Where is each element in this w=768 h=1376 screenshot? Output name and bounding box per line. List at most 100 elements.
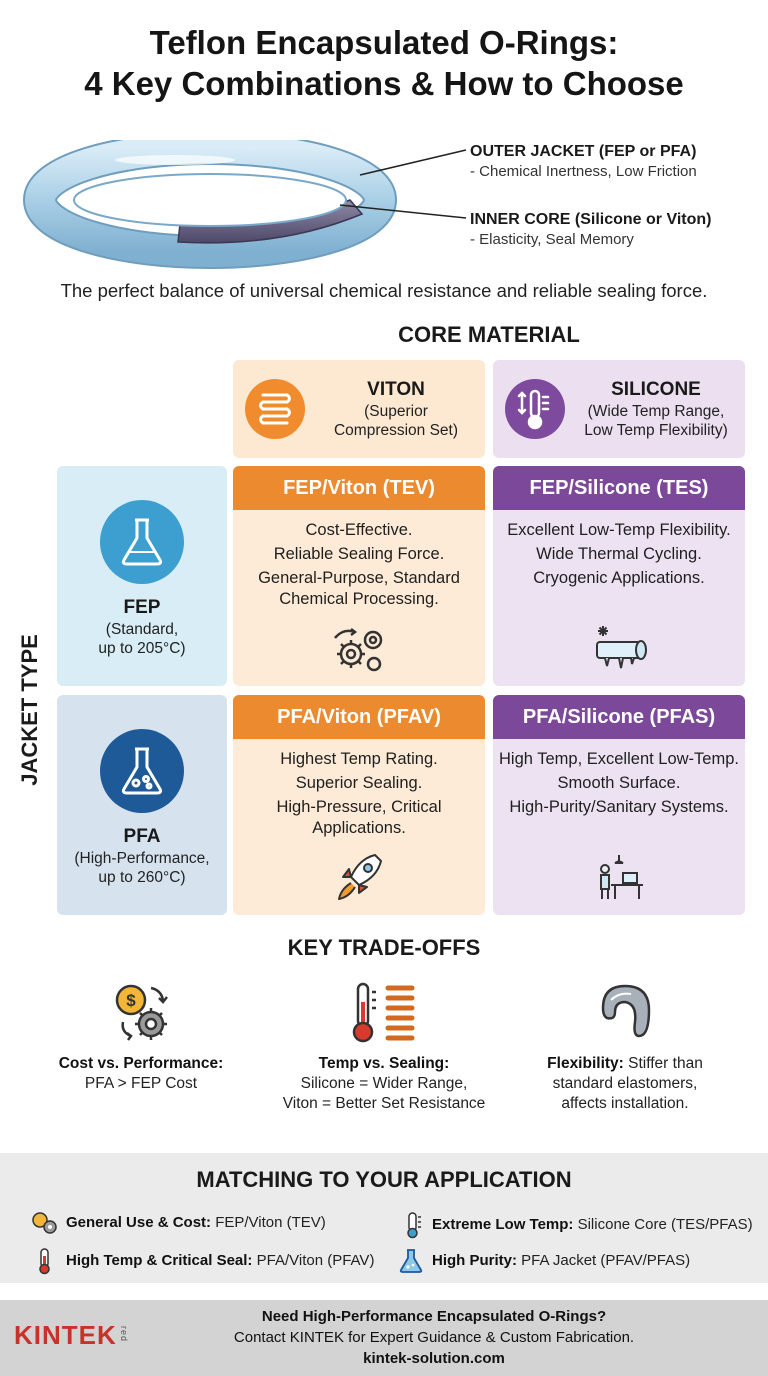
matching-section: MATCHING TO YOUR APPLICATION General Use…: [0, 1153, 768, 1283]
viton-desc-1: (Superior: [364, 403, 428, 420]
outer-jacket-callout: OUTER JACKET (FEP or PFA) - Chemical Ine…: [470, 142, 697, 182]
flask-bubbles-icon: [100, 729, 184, 813]
match-high-temp: High Temp & Critical Seal: PFA/Viton (PF…: [30, 1247, 374, 1275]
tradeoff-cost: $ Cost vs. Performance: PFA > FEP Cost: [16, 978, 266, 1094]
silicone-desc-1: (Wide Temp Range,: [587, 403, 725, 420]
viton-desc-2: Compression Set): [333, 422, 459, 439]
fep-jacket-header: FEP (Standard, up to 205°C): [57, 466, 227, 686]
bent-o-ring-icon: [601, 984, 651, 1038]
thermometer-icon: [505, 379, 565, 439]
cell-line: Cost-Effective.: [305, 521, 413, 539]
silicone-desc-2: Low Temp Flexibility): [584, 422, 728, 439]
match-label: High Temp & Critical Seal:: [66, 1252, 253, 1269]
cell-line: Smooth Surface.: [557, 774, 681, 792]
tradeoff-flex-line3: affects installation.: [561, 1095, 689, 1112]
coin-gear-icon: [32, 1212, 57, 1234]
cell-line: High-Pressure, Critical Applications.: [276, 798, 442, 837]
footer-line-1: Need High-Performance Encapsulated O-Rin…: [261, 1308, 607, 1325]
cell-line: Superior Sealing.: [295, 774, 423, 792]
cell-title: PFA/Silicone (PFAS): [493, 695, 745, 739]
coin-gear-icon: $: [115, 984, 168, 1041]
cell-pfa-silicone: PFA/Silicone (PFAS) High Temp, Excellent…: [493, 695, 745, 915]
tradeoff-temp-label: Temp vs. Sealing:: [318, 1055, 450, 1072]
tagline: The perfect balance of universal chemica…: [60, 280, 708, 301]
fep-desc-2: up to 205°C): [98, 640, 186, 657]
match-value: PFA/Viton (PFAV): [256, 1252, 375, 1269]
tradeoff-flexibility: Flexibility: Stiffer than standard elast…: [500, 978, 750, 1114]
cell-title: FEP/Silicone (TES): [493, 466, 745, 510]
pfa-jacket-header: PFA (High-Performance, up to 260°C): [57, 695, 227, 915]
o-ring-illustration: OUTER JACKET (FEP or PFA) - Chemical Ine…: [0, 131, 768, 270]
inner-core-sub: - Elasticity, Seal Memory: [470, 231, 634, 248]
jacket-type-title: JACKET TYPE: [10, 634, 50, 786]
title-line-2: 4 Key Combinations & How to Choose: [84, 65, 684, 102]
match-value: PFA Jacket (PFAV/PFAS): [521, 1252, 691, 1269]
tradeoff-flex-line2: standard elastomers,: [552, 1075, 698, 1092]
outer-jacket-sub: - Chemical Inertness, Low Friction: [470, 163, 697, 180]
match-high-purity: High Purity: PFA Jacket (PFAV/PFAS): [396, 1247, 690, 1275]
cell-title: FEP/Viton (TEV): [233, 466, 485, 510]
core-material-title: CORE MATERIAL: [398, 322, 580, 347]
cell-line: Highest Temp Rating.: [280, 750, 438, 768]
pfa-desc-2: up to 260°C): [98, 869, 186, 886]
match-label: High Purity:: [432, 1252, 517, 1269]
fep-name: FEP: [123, 597, 161, 618]
cell-title: PFA/Viton (PFAV): [233, 695, 485, 739]
tradeoff-temp-line3: Viton = Better Set Resistance: [282, 1095, 486, 1112]
tradeoff-cost-label: Cost vs. Performance:: [58, 1055, 224, 1072]
flask-icon: [399, 1249, 423, 1273]
cell-line: General-Purpose, Standard Chemical Proce…: [258, 569, 460, 608]
lab-worker-icon: [600, 855, 643, 899]
pfa-desc-1: (High-Performance,: [74, 850, 210, 867]
footer-line-2: Contact KINTEK for Expert Guidance & Cus…: [233, 1329, 635, 1346]
match-value: FEP/Viton (TEV): [215, 1214, 326, 1231]
viton-name: VITON: [367, 379, 425, 400]
cell-line: Reliable Sealing Force.: [273, 545, 445, 563]
match-general-use: General Use & Cost: FEP/Viton (TEV): [30, 1211, 326, 1235]
silicone-core-header: SILICONE (Wide Temp Range, Low Temp Flex…: [493, 360, 745, 458]
o-ring-icon: [23, 131, 467, 269]
match-label: Extreme Low Temp:: [432, 1216, 574, 1233]
tradeoffs-title: KEY TRADE-OFFS: [287, 935, 481, 960]
frozen-pipe-icon: [596, 626, 647, 669]
cell-fep-silicone: FEP/Silicone (TES) Excellent Low-Temp Fl…: [493, 466, 745, 686]
footer-website-link[interactable]: kintek-solution.com: [363, 1350, 505, 1367]
logo-text: KINTEK: [14, 1320, 117, 1350]
logo-mark: red: [118, 1325, 129, 1342]
tradeoff-temp: Temp vs. Sealing: Silicone = Wider Range…: [259, 978, 509, 1114]
gears-icon: [334, 628, 383, 672]
thermometer-spring-icon: [352, 982, 415, 1043]
matching-title: MATCHING TO YOUR APPLICATION: [196, 1167, 572, 1192]
inner-core-heading: INNER CORE (Silicone or Viton): [470, 211, 712, 228]
cell-line: Excellent Low-Temp Flexibility.: [507, 521, 731, 539]
cell-line: Wide Thermal Cycling.: [536, 545, 702, 563]
match-value: Silicone Core (TES/PFAS): [577, 1216, 753, 1233]
pfa-name: PFA: [123, 826, 161, 847]
match-low-temp: Extreme Low Temp: Silicone Core (TES/PFA…: [400, 1211, 753, 1239]
silicone-name: SILICONE: [611, 379, 701, 400]
title-line-1: Teflon Encapsulated O-Rings:: [149, 24, 619, 61]
inner-core-callout: INNER CORE (Silicone or Viton) - Elastic…: [470, 210, 712, 250]
cell-fep-viton: FEP/Viton (TEV) Cost-Effective. Reliable…: [233, 466, 485, 686]
tradeoff-flex-label: Flexibility:: [547, 1055, 624, 1072]
tradeoff-cost-line2: PFA > FEP Cost: [84, 1075, 198, 1092]
viton-core-header: VITON (Superior Compression Set): [233, 360, 485, 458]
cell-pfa-viton: PFA/Viton (PFAV) Highest Temp Rating. Su…: [233, 695, 485, 915]
spring-icon: [245, 379, 305, 439]
rocket-icon: [338, 854, 382, 900]
thermometer-icon: [407, 1212, 421, 1239]
fep-desc-1: (Standard,: [105, 621, 179, 638]
svg-text:$: $: [126, 991, 136, 1010]
flask-icon: [100, 500, 184, 584]
jacket-type-label: JACKET TYPE: [17, 634, 42, 786]
hot-thermometer-icon: [39, 1248, 50, 1275]
cell-line: High Temp, Excellent Low-Temp.: [499, 750, 739, 768]
match-label: General Use & Cost:: [66, 1214, 212, 1231]
page-title: Teflon Encapsulated O-Rings: 4 Key Combi…: [0, 22, 768, 104]
cell-line: High-Purity/Sanitary Systems.: [509, 798, 729, 816]
tradeoff-temp-line2: Silicone = Wider Range,: [300, 1075, 468, 1092]
tradeoff-flex-rest: Stiffer than: [628, 1055, 703, 1072]
cell-line: Cryogenic Applications.: [533, 569, 705, 587]
